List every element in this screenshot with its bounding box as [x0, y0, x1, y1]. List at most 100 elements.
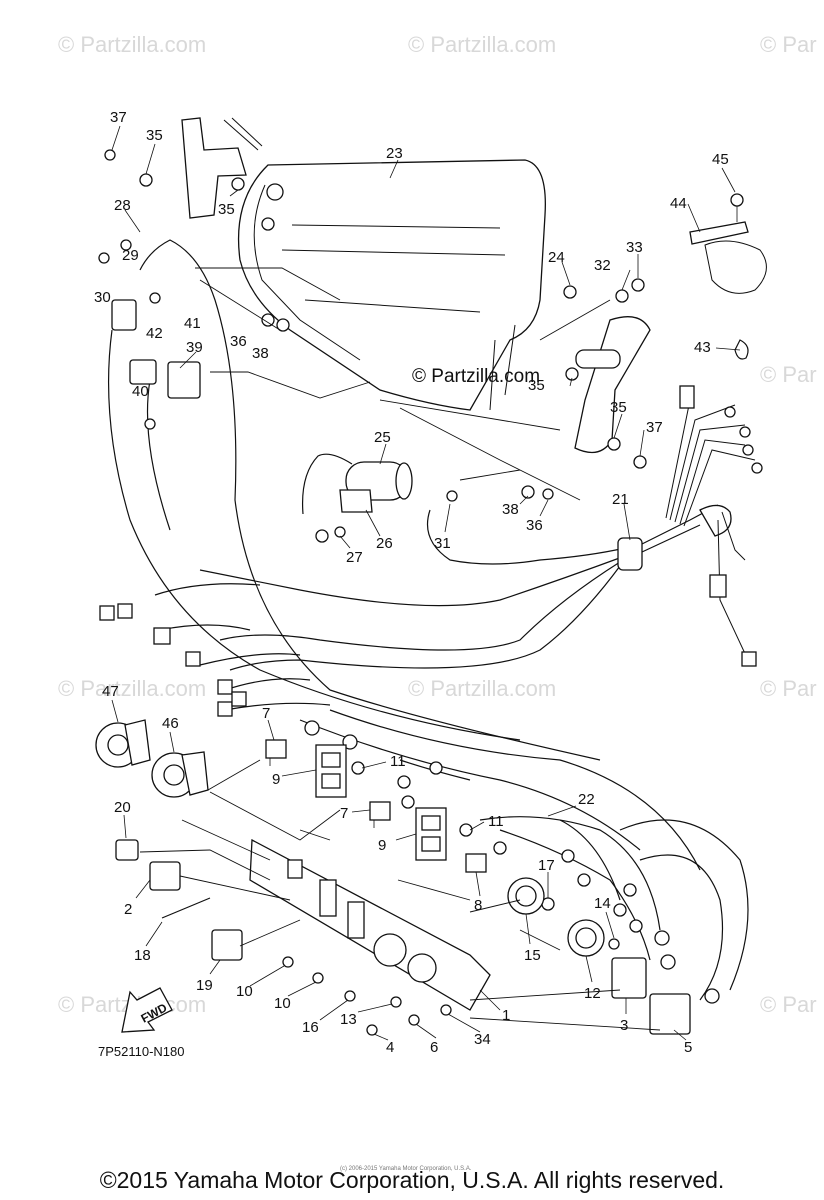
callout-17: 17	[538, 857, 555, 874]
circuit-breaker-lower	[369, 801, 391, 828]
washer-lower	[459, 823, 473, 837]
left-mount-bracket	[181, 117, 263, 219]
washer-small	[608, 938, 620, 950]
callout-42: 42	[146, 325, 163, 342]
panel-screws	[98, 149, 647, 1036]
callout-10-right: 10	[274, 995, 291, 1012]
callout-26: 26	[376, 535, 393, 552]
callout-45: 45	[712, 151, 729, 168]
callout-16: 16	[302, 1019, 319, 1036]
callout-7-lower: 7	[340, 805, 348, 822]
callout-28: 28	[114, 197, 131, 214]
ground-lead	[161, 897, 211, 919]
callout-3: 3	[620, 1017, 628, 1034]
watermark-left-mid: © Partzilla.com	[58, 676, 206, 701]
watermark-center-overlay: © Partzilla.com	[412, 366, 540, 387]
ring-terminals	[304, 406, 763, 1004]
watermark-right-mid: © Par	[760, 676, 817, 701]
callout-9-upper: 9	[272, 771, 280, 788]
assembly-dashed-lines	[139, 267, 661, 1031]
watermark-top-left: © Partzilla.com	[58, 32, 206, 57]
dc-protector	[149, 861, 181, 891]
callout-25: 25	[374, 429, 391, 446]
diagram-code: 7P52110-N180	[98, 1044, 185, 1059]
callout-13: 13	[340, 1011, 357, 1028]
callout-15: 15	[524, 947, 541, 964]
callout-21: 21	[612, 491, 629, 508]
left-wire-branches	[99, 239, 601, 761]
callout-19: 19	[196, 977, 213, 994]
callout-27: 27	[346, 549, 363, 566]
watermark-mid-right: © Par	[760, 362, 817, 387]
callout-38-mid: 38	[502, 501, 519, 518]
callout-leaders	[111, 125, 741, 1041]
callout-6: 6	[430, 1039, 438, 1056]
callout-44: 44	[670, 195, 687, 212]
callout-2: 2	[124, 901, 132, 918]
control-panel-plate	[249, 838, 491, 1011]
callout-labels: 37 35 35 23 45 44 28 29 30 24 32 33 42 4…	[94, 109, 729, 1056]
callout-23: 23	[386, 145, 403, 162]
callout-10-left: 10	[236, 983, 253, 1000]
twist-lock-receptacle-15	[507, 877, 545, 915]
watermark-top-right: © Par	[760, 32, 817, 57]
callout-33: 33	[626, 239, 643, 256]
fine-print: (c) 2006-2015 Yamaha Motor Corporation, …	[340, 1166, 472, 1172]
main-wire-harness	[199, 385, 757, 671]
callout-31: 31	[434, 535, 451, 552]
callout-11-upper: 11	[390, 753, 406, 770]
callout-29: 29	[122, 247, 139, 264]
main-switch	[95, 719, 151, 768]
callout-14: 14	[594, 895, 611, 912]
callout-18: 18	[134, 947, 151, 964]
callout-4: 4	[386, 1039, 394, 1056]
cable-clamp-assembly	[689, 193, 767, 294]
washer-upper	[351, 761, 365, 775]
callout-37-upper: 37	[110, 109, 127, 126]
duplex-receptacle-lower	[415, 807, 447, 861]
callout-35-mid-right: 35	[610, 399, 627, 416]
control-box-housing	[237, 159, 546, 411]
callout-24: 24	[548, 249, 565, 266]
callout-20: 20	[114, 799, 131, 816]
callout-36-mid: 36	[526, 517, 543, 534]
circuit-breaker-upper	[265, 739, 287, 766]
watermark-center-mid: © Partzilla.com	[408, 676, 556, 701]
callout-7-upper: 7	[262, 705, 270, 722]
callout-30: 30	[94, 289, 111, 306]
watermark-top-center: © Partzilla.com	[408, 32, 556, 57]
callout-36-upper: 36	[230, 333, 247, 350]
engine-stop-switch	[151, 751, 209, 798]
copyright-notice: ©2015 Yamaha Motor Corporation, U.S.A. A…	[100, 1167, 725, 1193]
callout-47: 47	[102, 683, 119, 700]
callout-9-lower: 9	[378, 837, 386, 854]
callout-22: 22	[578, 791, 595, 808]
callout-34: 34	[474, 1031, 491, 1048]
twist-lock-receptacle-12	[567, 919, 605, 957]
cable-tie	[734, 339, 749, 360]
callout-5: 5	[684, 1039, 692, 1056]
callout-35-upper-right: 35	[218, 201, 235, 218]
callout-41: 41	[184, 315, 201, 332]
callout-1: 1	[502, 1007, 510, 1024]
callout-38-upper: 38	[252, 345, 269, 362]
callout-11-lower: 11	[488, 813, 504, 830]
callout-43: 43	[694, 339, 711, 356]
rocker-switch	[211, 929, 243, 961]
callout-8: 8	[474, 897, 482, 914]
duplex-receptacle-upper	[315, 744, 347, 798]
callout-32: 32	[594, 257, 611, 274]
callout-40: 40	[132, 383, 149, 400]
callout-39: 39	[186, 339, 203, 356]
callout-37-mid: 37	[646, 419, 663, 436]
capacitor	[301, 453, 413, 515]
panel-wire-harness	[299, 709, 749, 1001]
callout-46: 46	[162, 715, 179, 732]
callout-35-upper-left: 35	[146, 127, 163, 144]
circuit-breaker-side	[465, 853, 487, 873]
right-mount-bracket	[574, 316, 651, 454]
relay-5	[649, 993, 691, 1035]
callout-35-mid-left: 35	[528, 377, 545, 394]
watermark-bottom-right: © Par	[760, 992, 817, 1017]
